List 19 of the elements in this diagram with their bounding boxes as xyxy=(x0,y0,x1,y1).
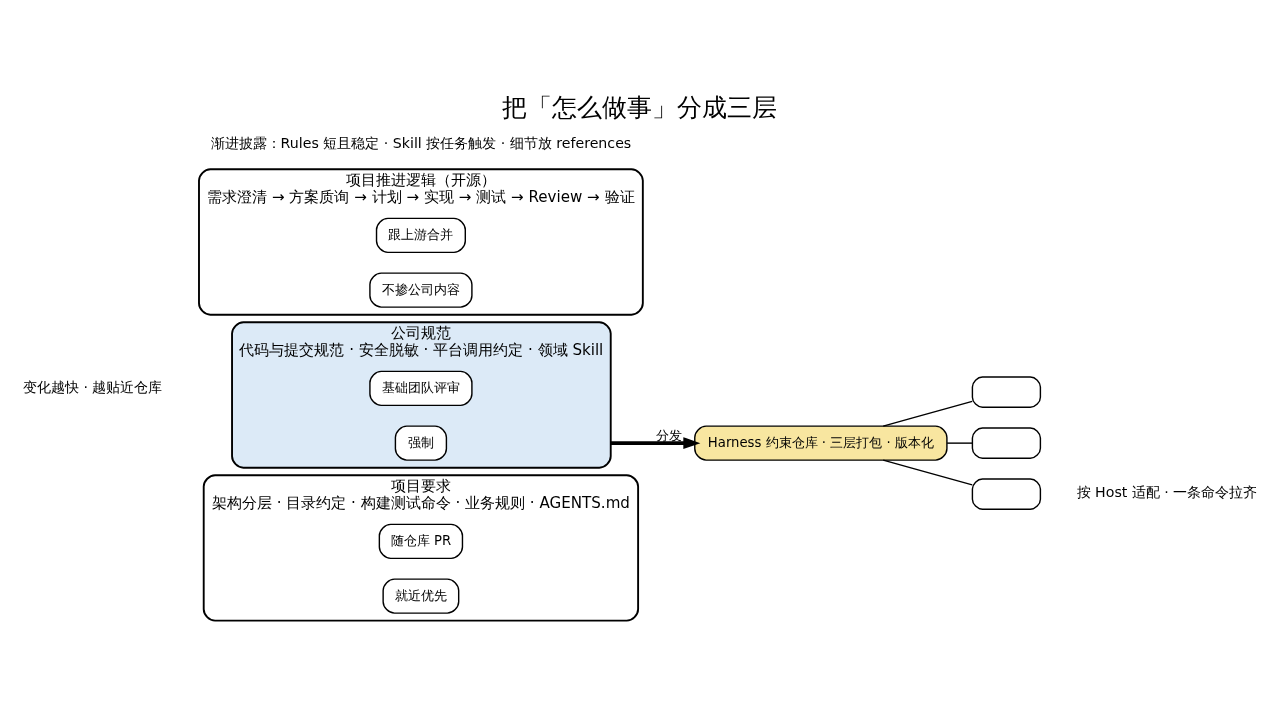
node-box xyxy=(971,375,1042,408)
node-box: 就近优先 xyxy=(382,577,460,614)
arrow xyxy=(610,436,701,449)
label: 按 Host 适配 · 一条命令拉齐 xyxy=(1076,483,1258,500)
node-box: 跟上游合并 xyxy=(375,217,466,253)
connector xyxy=(882,400,973,427)
node-box: 不掺公司内容 xyxy=(369,271,473,308)
node-box: 基础团队评审 xyxy=(369,370,473,406)
node-box: Harness 约束仓库 · 三层打包 · 版本化 xyxy=(694,424,948,461)
node-box xyxy=(971,477,1042,510)
node-box xyxy=(971,426,1042,459)
edge-label: 分发 xyxy=(655,427,682,443)
label: 变化越快 · 越贴近仓库 xyxy=(23,378,163,395)
label: 渐进披露：Rules 短且稳定 · Skill 按任务触发 · 细节放 references xyxy=(210,134,632,151)
diagram-title: 把「怎么做事」分成三层 xyxy=(502,92,778,122)
node-box: 强制 xyxy=(394,424,448,461)
node-box: 随仓库 PR xyxy=(378,523,464,559)
connector xyxy=(882,459,973,486)
connector xyxy=(946,441,973,444)
